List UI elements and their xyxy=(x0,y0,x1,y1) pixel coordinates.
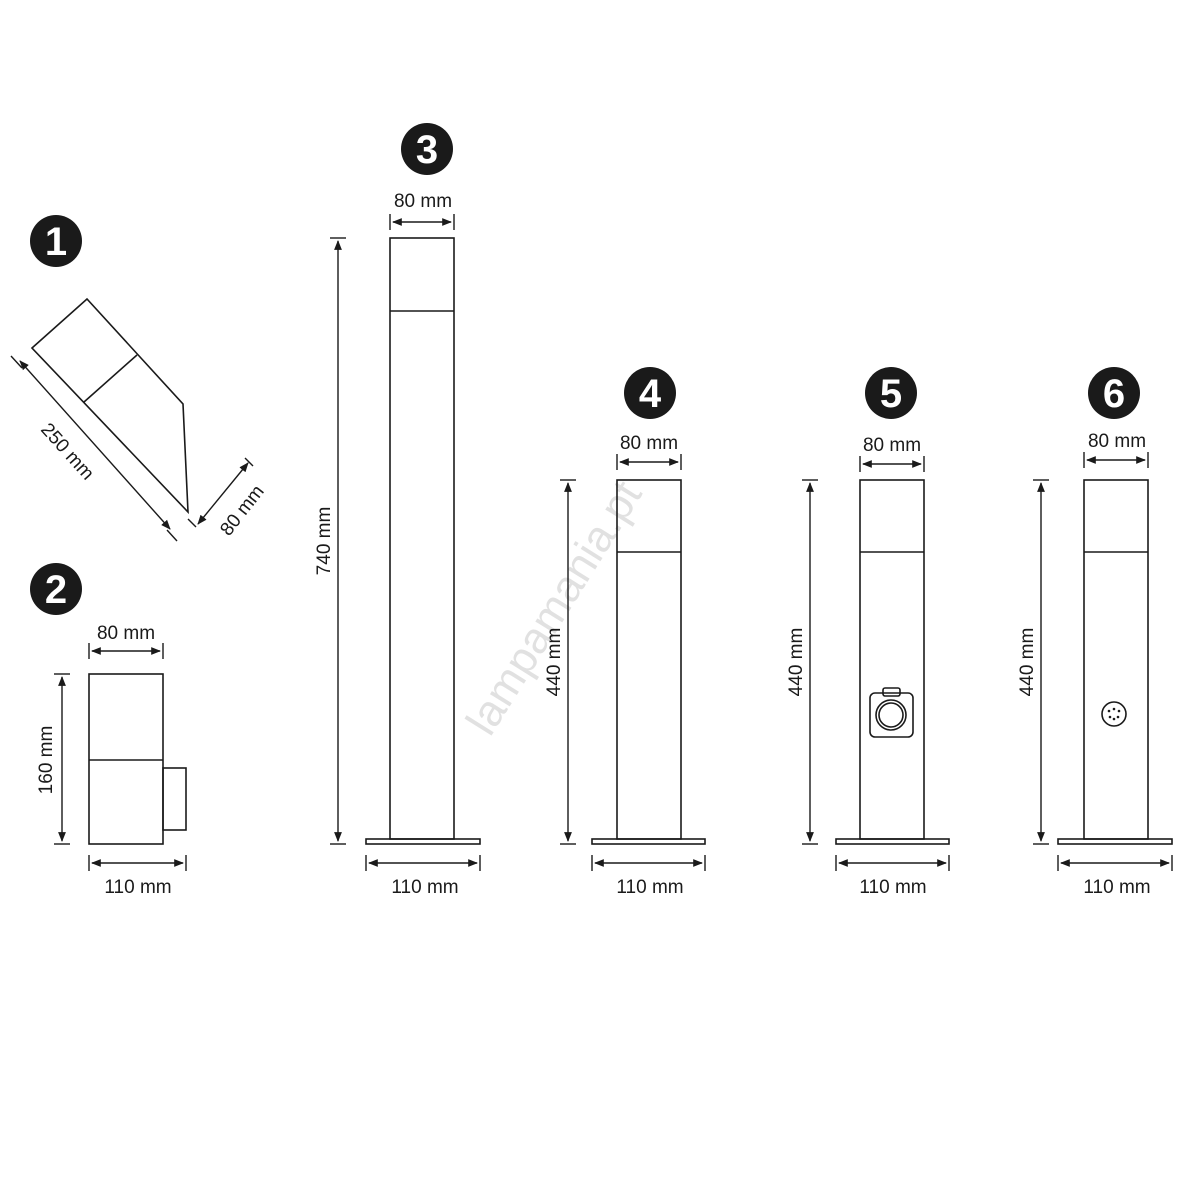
bollard-3-body xyxy=(389,237,455,840)
figure-6: 6 80 mm 440 mm 110 mm xyxy=(1017,367,1173,898)
dim-bottom-label: 110 mm xyxy=(391,877,458,898)
lamp-1-divider xyxy=(83,354,138,403)
dim-bottom-label: 110 mm xyxy=(104,877,171,898)
dim-height-label: 440 mm xyxy=(786,628,807,697)
lamp-2-body xyxy=(88,673,164,845)
dim-height-label: 740 mm xyxy=(314,507,335,576)
dim-depth-label: 80 mm xyxy=(216,481,268,540)
bollard-5-body xyxy=(859,479,925,840)
dim-top-label: 80 mm xyxy=(863,435,921,456)
figure-number-badge: 2 xyxy=(30,563,82,615)
bollard-4-base xyxy=(591,838,706,845)
dim-top-label: 80 mm xyxy=(97,623,155,644)
bollard-3-base xyxy=(365,838,481,845)
dim-length-label: 250 mm xyxy=(36,419,98,484)
dim-bottom-label: 110 mm xyxy=(859,877,926,898)
dim-tick xyxy=(187,518,197,528)
dim-bottom-label: 110 mm xyxy=(1083,877,1150,898)
dim-height-label: 160 mm xyxy=(36,726,57,795)
figure-3: 3 80 mm 740 mm 110 mm xyxy=(314,123,481,898)
dim-top-label: 80 mm xyxy=(1088,431,1146,452)
figure-number-badge: 6 xyxy=(1088,367,1140,419)
svg-text:5: 5 xyxy=(880,372,902,416)
figure-2: 2 80 mm 160 mm 110 mm xyxy=(30,563,187,898)
socket-icon xyxy=(869,687,914,738)
figure-4: 4 80 mm 440 mm 110 mm xyxy=(544,367,706,898)
bollard-6-body xyxy=(1083,479,1149,840)
dim-tick xyxy=(166,529,178,542)
figure-number-badge: 4 xyxy=(624,367,676,419)
dim-height-label: 440 mm xyxy=(1017,628,1038,697)
figure-1: 1 250 mm 80 mm xyxy=(10,215,269,542)
svg-text:4: 4 xyxy=(639,372,662,416)
figure-number-badge: 3 xyxy=(401,123,453,175)
svg-text:1: 1 xyxy=(45,220,67,264)
dim-height-label: 440 mm xyxy=(544,628,565,697)
dim-top-label: 80 mm xyxy=(620,433,678,454)
dim-tick xyxy=(10,355,23,369)
svg-text:2: 2 xyxy=(45,568,67,612)
lamp-1-outline xyxy=(30,297,189,515)
lamp-2-wall-mount xyxy=(162,767,187,831)
dim-line-depth xyxy=(197,462,249,525)
svg-text:6: 6 xyxy=(1103,372,1125,416)
dim-top-label: 80 mm xyxy=(394,191,452,212)
sensor-icon xyxy=(1101,701,1127,727)
dim-tick xyxy=(244,457,254,467)
watermark: lampamania.pt xyxy=(457,473,651,744)
bollard-6-base xyxy=(1057,838,1173,845)
figure-number-badge: 5 xyxy=(865,367,917,419)
figure-number-badge: 1 xyxy=(30,215,82,267)
svg-text:3: 3 xyxy=(416,128,438,172)
figure-5: 5 80 mm 440 mm 110 mm xyxy=(786,367,950,898)
dim-line-length xyxy=(19,360,171,530)
dim-bottom-label: 110 mm xyxy=(616,877,683,898)
bollard-5-base xyxy=(835,838,950,845)
